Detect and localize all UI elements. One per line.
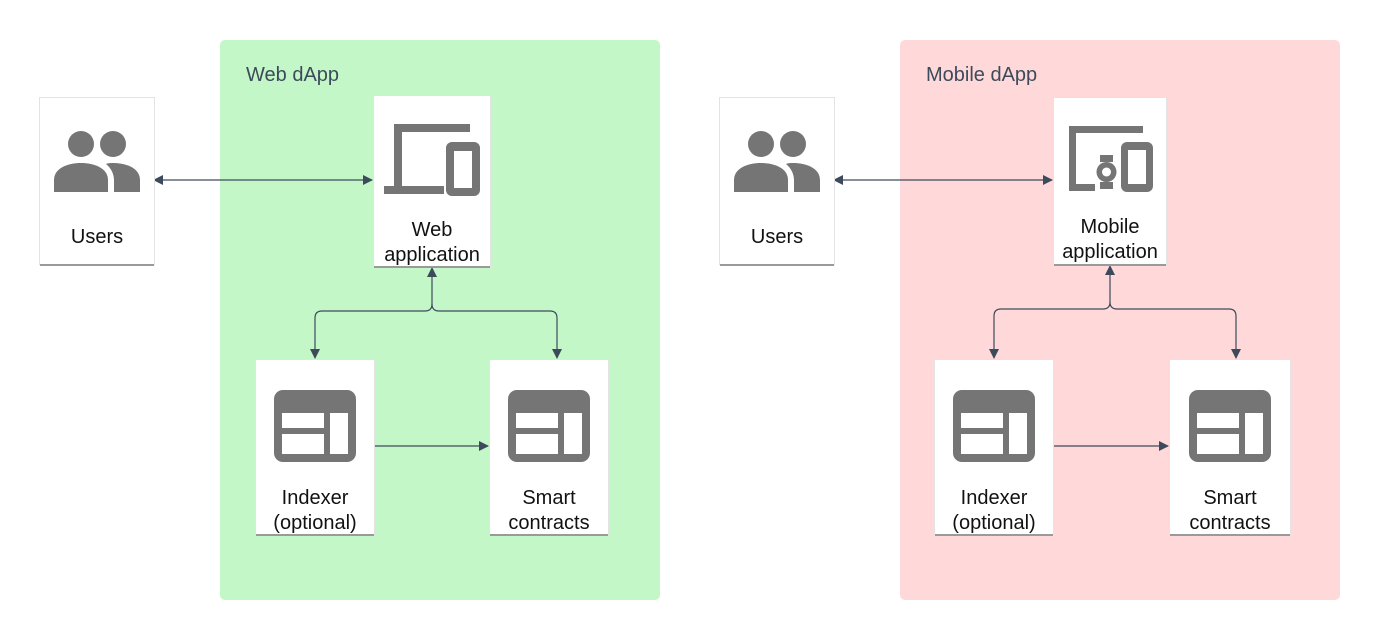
mobile-dapp-title: Mobile dApp	[926, 64, 1038, 86]
web-smart-contracts-label: Smart contracts	[508, 487, 590, 534]
mobile-application-label: Mobile application	[1062, 216, 1158, 263]
devices-other-icon	[1069, 126, 1153, 192]
web-smart-contracts-node[interactable]: Smart contracts	[490, 360, 608, 534]
dashboard-icon	[274, 390, 356, 462]
mobile-indexer-label: Indexer (optional)	[952, 487, 1036, 534]
web-application-label: Web application	[384, 219, 480, 266]
mobile-indexer-node[interactable]: Indexer (optional)	[935, 360, 1053, 534]
mobile-smart-contracts-node[interactable]: Smart contracts	[1170, 360, 1290, 534]
mobile-application-node[interactable]: Mobile application	[1054, 98, 1166, 264]
dashboard-icon	[953, 390, 1035, 462]
web-users-node[interactable]: Users	[40, 98, 154, 264]
users-icon	[734, 131, 820, 192]
users-icon	[54, 131, 140, 192]
web-application-node[interactable]: Web application	[374, 96, 490, 266]
devices-icon	[384, 124, 480, 196]
dashboard-icon	[1189, 390, 1271, 462]
web-users-label: Users	[70, 226, 124, 248]
mobile-users-node[interactable]: Users	[720, 98, 834, 264]
web-indexer-node[interactable]: Indexer (optional)	[256, 360, 374, 534]
mobile-users-label: Users	[750, 226, 804, 248]
web-dapp-title: Web dApp	[246, 64, 340, 86]
dashboard-icon	[508, 390, 590, 462]
mobile-smart-contracts-label: Smart contracts	[1189, 487, 1271, 534]
web-indexer-label: Indexer (optional)	[273, 487, 357, 534]
